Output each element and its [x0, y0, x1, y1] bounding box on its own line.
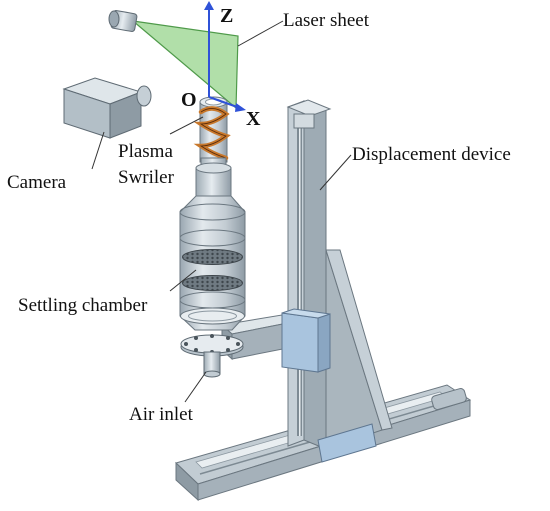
text-labels: Z X O Laser sheet Camera Plasma Swriler … — [7, 5, 511, 425]
axis-label-x: X — [246, 108, 261, 130]
leader-lines — [91, 20, 352, 403]
inlet-flange — [180, 334, 244, 378]
plasma-swirler — [193, 96, 231, 163]
label-settling-chamber: Settling chamber — [18, 295, 148, 316]
label-swriler: Swriler — [118, 167, 175, 188]
label-plasma: Plasma — [118, 141, 173, 162]
laser-sheet — [108, 10, 239, 110]
label-laser-sheet: Laser sheet — [283, 10, 370, 31]
carriage-block — [281, 312, 319, 373]
top-pulley-block — [293, 113, 315, 129]
rail-end-cap — [431, 388, 467, 410]
support-gusset — [325, 249, 383, 450]
swirler-neck — [195, 157, 232, 199]
label-air-inlet: Air inlet — [129, 404, 194, 425]
honeycomb-screen-lower — [182, 275, 243, 291]
carriage-arm — [220, 308, 331, 373]
laser-emitter — [108, 10, 138, 32]
label-camera: Camera — [7, 172, 67, 193]
label-displacement-device: Displacement device — [352, 144, 511, 165]
x-axis — [208, 96, 241, 109]
coordinate-axes — [204, 1, 246, 112]
camera-lens — [136, 85, 152, 107]
camera — [62, 77, 152, 139]
axis-label-origin: O — [181, 89, 197, 111]
settling-chamber — [179, 195, 246, 331]
axis-label-z: Z — [220, 5, 233, 27]
honeycomb-screen-upper — [182, 249, 243, 265]
column-foot — [317, 423, 377, 463]
